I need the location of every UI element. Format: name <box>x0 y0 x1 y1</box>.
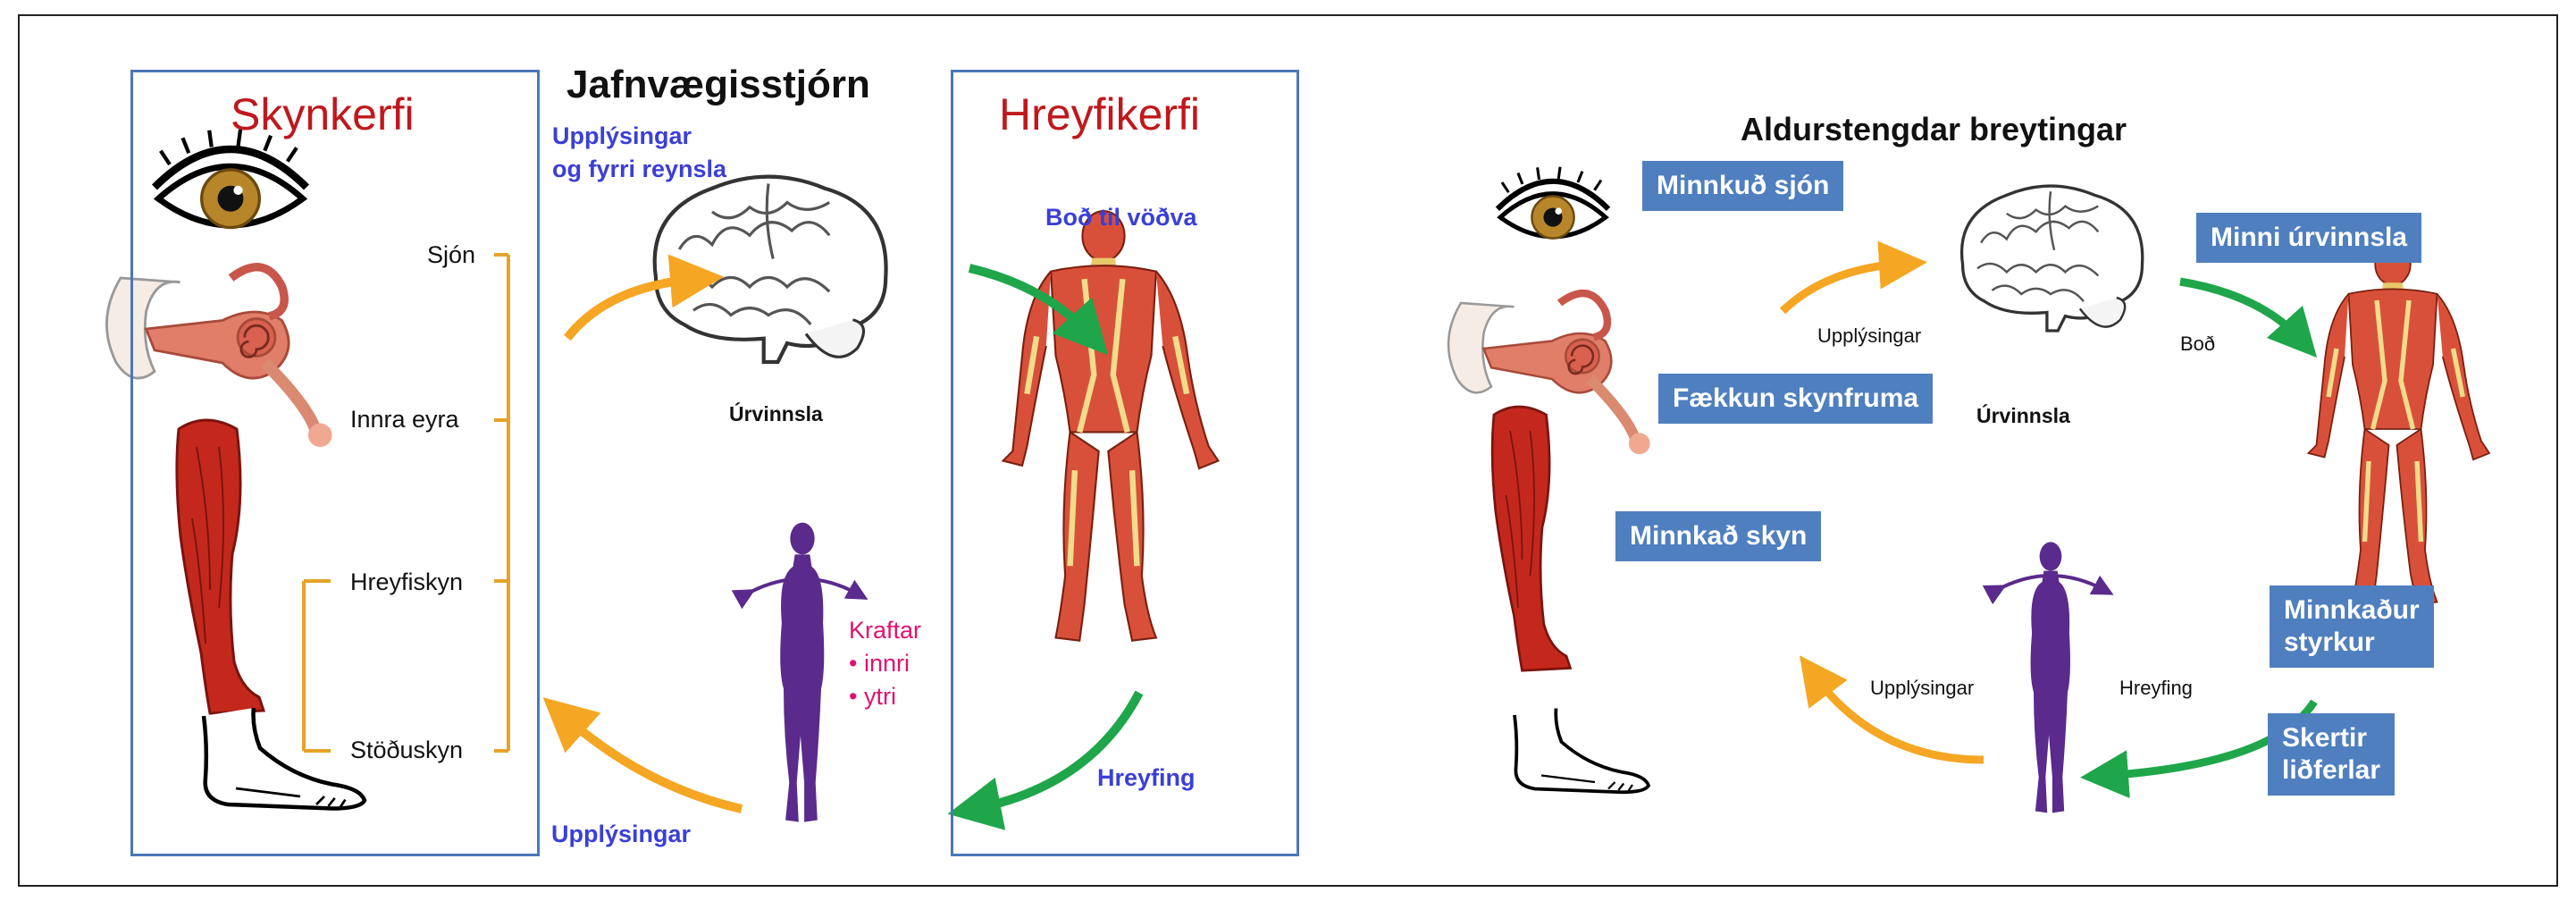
change-receptors-box: Fækkun skynfruma <box>1658 374 1933 424</box>
processing-label-right: Úrvinnsla <box>1976 404 2070 427</box>
sensory-system-title: Skynkerfi <box>231 89 415 141</box>
change-joints-line2: liðferlar <box>2282 754 2380 787</box>
change-strength-box: Minnkaður styrkur <box>2270 585 2434 668</box>
movement-label: Hreyfing <box>1097 764 1196 792</box>
eye-icon-right <box>1498 167 1608 239</box>
balance-control-title: Jafnvægisstjórn <box>566 63 870 108</box>
information-label-right: Upplýsingar <box>1817 324 1921 347</box>
information-bottom-label-right: Upplýsingar <box>1870 677 1974 699</box>
info-experience-line2: og fyrri reynsla <box>552 156 726 183</box>
age-changes-title: Aldurstengdar breytingar <box>1741 111 2127 147</box>
human-silhouette-icon <box>780 523 824 822</box>
change-joints-box: Skertir liðferlar <box>2268 713 2395 796</box>
info-experience-line1: Upplýsingar <box>552 122 692 150</box>
processing-label: Úrvinnsla <box>729 402 823 425</box>
leg-icon-right <box>1492 407 1570 670</box>
movement-label-right: Hreyfing <box>2119 677 2193 699</box>
arrow-signal-right <box>2180 282 2301 340</box>
forces-title: Kraftar <box>849 615 921 646</box>
human-silhouette-icon-right <box>2031 542 2070 813</box>
change-sensation-box: Minnkað skyn <box>1615 511 1821 561</box>
forces-item-external: • ytri <box>849 681 896 712</box>
sense-kinesthesia: Hreyfiskyn <box>350 568 463 596</box>
forces-item-internal: • innri <box>849 648 910 679</box>
brain-icon <box>655 177 886 362</box>
sense-inner-ear: Innra eyra <box>350 406 459 434</box>
change-joints-line1: Skertir <box>2282 722 2380 754</box>
change-processing-box: Minni úrvinnsla <box>2196 213 2421 263</box>
muscle-body-icon-right <box>2309 243 2490 604</box>
arrow-information-in-right <box>1783 264 1903 311</box>
change-strength-line1: Minnkaður <box>2284 594 2420 627</box>
change-vision-box: Minnkuð sjón <box>1642 161 1843 211</box>
foot-icon-right <box>1515 709 1649 793</box>
forces-external-text: ytri <box>864 683 896 710</box>
forces-internal-text: innri <box>864 650 910 677</box>
sense-vision: Sjón <box>427 241 475 269</box>
sensory-system-box <box>130 70 540 856</box>
motor-system-box <box>951 70 1299 856</box>
sense-proprioception: Stöðuskyn <box>350 737 463 764</box>
motor-system-title: Hreyfikerfi <box>999 89 1200 141</box>
arrow-information-back <box>563 715 742 809</box>
ear-icon-right <box>1448 293 1650 454</box>
signal-to-muscles-label: Boð til vöðva <box>1045 204 1197 232</box>
brain-icon-right <box>1962 186 2143 331</box>
signal-label-right: Boð <box>2180 333 2215 355</box>
change-strength-line2: styrkur <box>2284 627 2420 659</box>
information-label: Upplýsingar <box>551 821 691 848</box>
